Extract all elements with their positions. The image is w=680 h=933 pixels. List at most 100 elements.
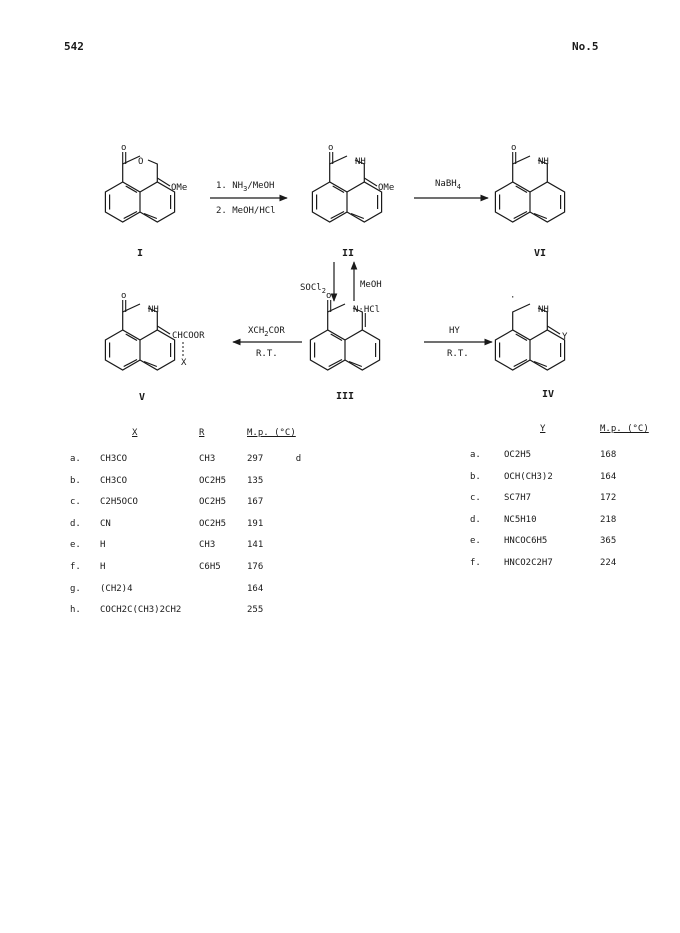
table-row: c. C2H5OCO OC2H5 167 <box>70 497 301 519</box>
svg-text:NH: NH <box>538 305 549 315</box>
table-row: f. HNCO2C2H7 224 <box>470 558 650 580</box>
cell-y: SC7H7 <box>504 493 532 504</box>
cell-note <box>296 476 301 498</box>
reagent-meoh: MeOH <box>360 280 382 290</box>
table-header-row: Y M.p. (°C) <box>470 424 650 450</box>
table-row: h. COCH2C(CH3)2CH2 255 <box>70 605 301 627</box>
reagent-rt-right: R.T. <box>447 349 469 359</box>
cell-id: a. <box>70 454 81 464</box>
svg-text:o: o <box>511 143 516 153</box>
cell-id: g. <box>70 583 81 594</box>
cell-x: CN <box>100 518 111 529</box>
cell-mp: 191 <box>247 518 264 529</box>
cell-r: OC2H5 <box>199 475 227 486</box>
cell-id: e. <box>70 540 81 551</box>
cell-mp: 164 <box>247 583 264 594</box>
cell-y: OCH(CH3)2 <box>504 471 553 482</box>
cell-r: CH3 <box>199 540 216 551</box>
cell-mp: 164 <box>600 471 617 482</box>
col-header-mp: M.p. (°C) <box>600 424 649 434</box>
svg-text:o: o <box>121 143 126 153</box>
cell-mp: 167 <box>247 497 264 508</box>
reagent-socl2: SOCl2 <box>300 283 326 295</box>
cell-r: OC2H5 <box>199 518 227 529</box>
compound-IV: · NH Y IV <box>494 293 568 400</box>
cell-id: f. <box>470 557 481 568</box>
col-header-r: R <box>199 428 205 438</box>
cell-id: h. <box>70 605 81 616</box>
reagent-step1: 1. NH3/MeOH <box>216 181 274 193</box>
table-compounds-v: X R M.p. (°C) a. CH3CO CH3 297 d b. CH3CO OC2H5… <box>70 428 301 627</box>
compound-III: o N·HCl III <box>309 291 381 402</box>
cell-r <box>199 605 247 627</box>
cell-r <box>199 584 247 606</box>
svg-text:O: O <box>138 157 143 167</box>
reagent-rt-left: R.T. <box>256 349 278 359</box>
cell-id: a. <box>470 450 481 460</box>
svg-text:o: o <box>326 291 331 301</box>
svg-text:NH: NH <box>148 305 159 315</box>
cell-r: OC2H5 <box>199 497 227 508</box>
table-header-row: X R M.p. (°C) <box>70 428 301 454</box>
compound-label-I: I <box>137 248 143 259</box>
table-row: b. OCH(CH3)2 164 <box>470 472 650 494</box>
svg-text:CHCOOR: CHCOOR <box>172 331 205 341</box>
cell-id: c. <box>470 493 481 504</box>
reagent-xch2cor: XCH2COR <box>248 326 285 338</box>
cell-note: d <box>295 454 302 464</box>
compound-VI: o NH VI <box>494 143 566 259</box>
cell-x: C2H5OCO <box>100 497 138 508</box>
cell-id: e. <box>470 536 481 547</box>
cell-id: c. <box>70 497 81 508</box>
cell-mp: 135 <box>247 475 264 486</box>
svg-text:NH: NH <box>538 157 549 167</box>
svg-text:·: · <box>510 293 515 303</box>
cell-mp: 218 <box>600 514 617 525</box>
cell-mp: 297 <box>247 454 264 464</box>
compound-label-IV: IV <box>542 389 554 400</box>
cell-id: f. <box>70 561 81 572</box>
cell-x: H <box>100 540 106 551</box>
col-header-mp: M.p. (°C) <box>247 428 296 438</box>
cell-y: HNCO2C2H7 <box>504 557 553 568</box>
cell-note <box>296 562 301 584</box>
cell-r: CH3 <box>199 454 216 464</box>
cell-id: d. <box>70 518 81 529</box>
cell-mp: 224 <box>600 557 617 568</box>
compound-II: o NH OMe II <box>311 143 394 259</box>
table-row: a. CH3CO CH3 297 d <box>70 454 301 476</box>
cell-id: b. <box>70 475 81 486</box>
cell-y: OC2H5 <box>504 450 532 460</box>
svg-text:Y: Y <box>562 332 568 342</box>
cell-note <box>296 519 301 541</box>
cell-x: CH3CO <box>100 454 128 464</box>
cell-r: C6H5 <box>199 561 221 572</box>
compound-label-III: III <box>336 391 354 402</box>
compound-label-VI: VI <box>534 248 546 259</box>
svg-text:OMe: OMe <box>378 183 394 193</box>
cell-x: CH3CO <box>100 475 128 486</box>
compound-V: o NH CHCOOR X V <box>104 291 205 403</box>
svg-text:o: o <box>121 291 126 301</box>
cell-x: COCH2C(CH3)2CH2 <box>100 605 182 616</box>
svg-text:o: o <box>328 143 333 153</box>
col-header-x: X <box>132 428 138 438</box>
substituent-ome: OMe <box>171 183 187 193</box>
cell-y: HNCOC6H5 <box>504 536 548 547</box>
reaction-scheme: o O OMe I o NH OMe II o NH VI o N·HCl II… <box>104 143 568 403</box>
table-row: d. CN OC2H5 191 <box>70 519 301 541</box>
cell-note <box>296 540 301 562</box>
compound-label-II: II <box>342 248 354 259</box>
svg-text:X: X <box>181 358 187 368</box>
col-header-y: Y <box>540 424 546 434</box>
cell-id: b. <box>470 471 481 482</box>
cell-mp: 255 <box>247 605 264 616</box>
page-number: 542 <box>64 40 84 53</box>
